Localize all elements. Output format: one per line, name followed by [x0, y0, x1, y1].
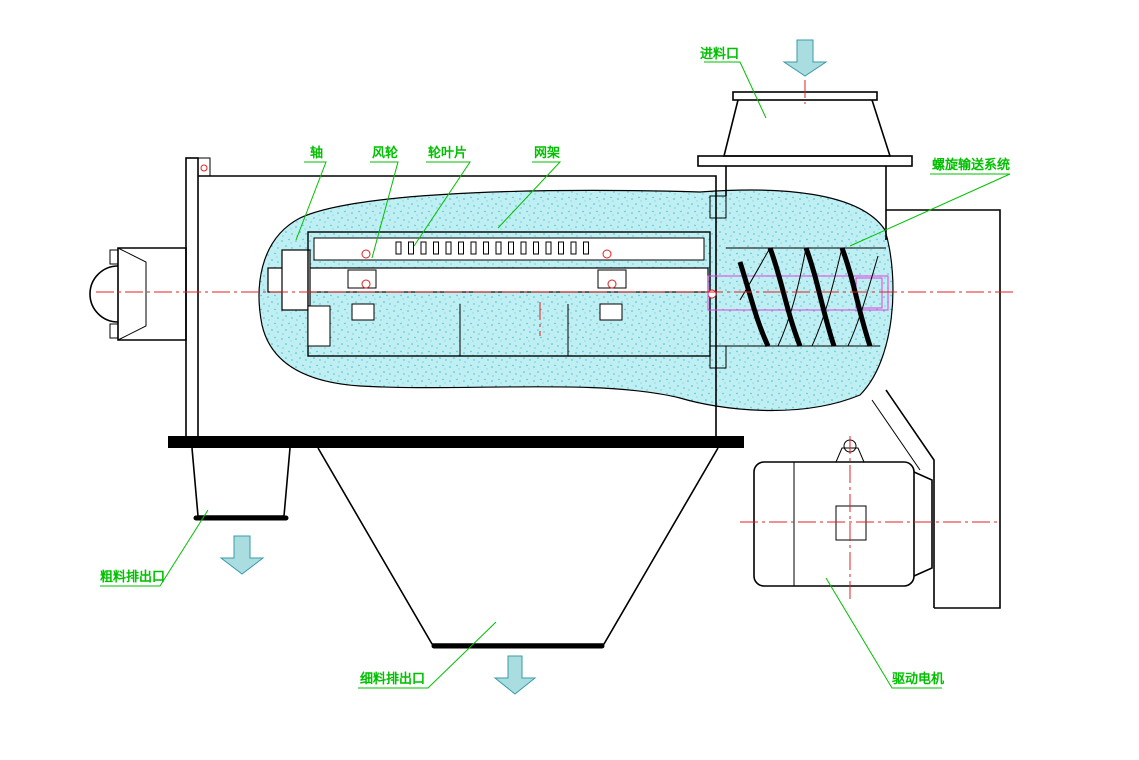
down-arrow-icon: [782, 39, 828, 77]
impeller-blade: [558, 241, 564, 255]
impeller-blade: [583, 241, 589, 255]
impeller-blade: [508, 241, 514, 255]
leader-lines: [100, 61, 1011, 689]
impeller-blade: [420, 241, 427, 255]
impeller-blade: [395, 241, 402, 255]
screw-conveyor: [707, 247, 889, 348]
label-fine-outlet: 细料排出口: [360, 671, 425, 687]
impeller-blade: [470, 241, 477, 255]
drive-frame: [871, 209, 1001, 609]
label-drive-motor: 驱动电机: [892, 671, 944, 687]
material-cloud: [258, 189, 894, 412]
label-blade: 轮叶片: [428, 145, 467, 161]
coarse-outlet: [191, 447, 291, 521]
label-coarse-outlet: 粗料排出口: [100, 569, 165, 585]
impeller-blade: [533, 241, 539, 255]
impeller-blades: [395, 241, 589, 255]
impeller-blade: [433, 241, 439, 255]
label-shaft: 轴: [310, 145, 323, 161]
down-arrow-icon: [219, 535, 265, 575]
label-screen-frame: 网架: [534, 145, 560, 161]
left-bearing-assembly: [89, 157, 211, 441]
impeller-blade: [408, 241, 414, 255]
fine-outlet: [317, 447, 719, 649]
impeller-blade: [483, 241, 489, 255]
impeller-blade: [458, 241, 464, 255]
impeller-blade: [495, 241, 502, 255]
impeller-blade: [570, 241, 577, 255]
impeller-blade: [445, 241, 452, 255]
classifier-housing: [168, 175, 744, 448]
center-lines: [96, 80, 1016, 600]
drive-motor: [753, 439, 933, 587]
impeller-blade: [545, 241, 552, 255]
label-inlet: 进料口: [700, 46, 739, 62]
down-arrow-icon: [493, 655, 537, 695]
label-impeller: 风轮: [372, 145, 398, 161]
label-screw-conveyor: 螺旋输送系统: [932, 157, 1010, 173]
impeller-blade: [520, 241, 527, 255]
